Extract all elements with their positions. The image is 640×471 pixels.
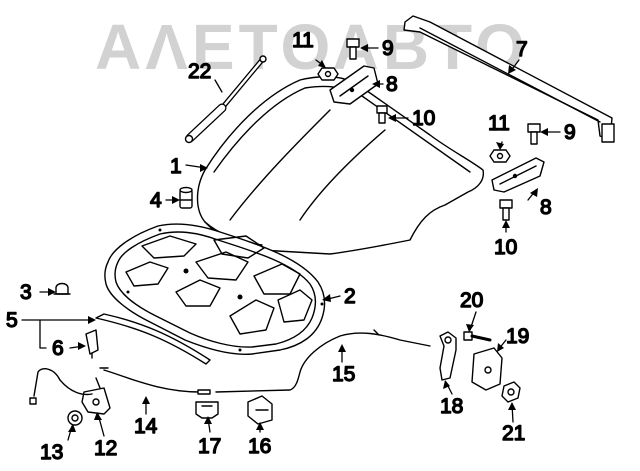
callout-labels: 1 2 3 4 5 6 7 8 8 9 9 10 10 11 11 12 13 … [5, 28, 576, 464]
callout-8-upper: 8 [386, 73, 398, 96]
callout-7: 7 [516, 38, 528, 61]
callout-2: 2 [344, 285, 356, 308]
callout-12: 12 [94, 437, 117, 460]
hood-bumper-4 [179, 186, 193, 209]
screw-20 [463, 331, 492, 342]
hinge-nut-lower [489, 149, 511, 163]
callout-15: 15 [332, 363, 355, 386]
callout-5: 5 [6, 309, 18, 332]
retainer-clip-6 [85, 329, 99, 359]
callout-6: 6 [52, 337, 64, 360]
release-cable-14 [99, 367, 211, 395]
callout-8-lower: 8 [540, 196, 552, 219]
release-cable-13 [29, 368, 93, 405]
callout-4: 4 [150, 189, 162, 212]
hinge-bolt-10-upper [376, 105, 388, 124]
callout-21: 21 [502, 422, 525, 445]
hinge-bolt-upper [346, 38, 360, 60]
callout-10-upper: 10 [412, 107, 435, 130]
callout-14: 14 [134, 415, 158, 438]
callout-16: 16 [248, 435, 271, 458]
nut-21 [501, 381, 521, 403]
hinge-bolt-10-lower [499, 199, 513, 221]
callout-20: 20 [460, 289, 483, 312]
callout-10-lower: 10 [494, 236, 517, 259]
callout-11-upper: 11 [292, 29, 314, 52]
release-bracket-19 [471, 347, 503, 391]
hood-latch [81, 377, 111, 415]
hood-bumper-3 [53, 282, 71, 295]
callout-1: 1 [170, 155, 182, 178]
release-handle-18 [439, 331, 457, 381]
callout-3: 3 [20, 281, 32, 304]
callout-9-upper: 9 [382, 37, 394, 60]
callout-18: 18 [440, 395, 463, 418]
callout-9-lower: 9 [564, 121, 576, 144]
callout-19: 19 [506, 325, 529, 348]
hood-hinge-lower [491, 157, 545, 193]
callout-17: 17 [198, 435, 221, 458]
release-cable-15 [215, 329, 431, 393]
grommet-13 [67, 410, 83, 426]
hood-support-strut [184, 55, 267, 144]
hinge-nut-upper [317, 67, 339, 81]
callout-13: 13 [40, 441, 63, 464]
callout-22: 22 [188, 60, 211, 83]
hood-seal-strip [95, 313, 211, 365]
callout-11-lower: 11 [488, 112, 510, 135]
hood-insulator-pad [104, 223, 326, 356]
cable-clip-17 [195, 401, 219, 419]
cable-bracket-16 [247, 395, 273, 425]
arrowheads [48, 44, 548, 432]
hinge-bolt-lower [527, 123, 541, 145]
cowl-seal-strip [403, 15, 615, 143]
